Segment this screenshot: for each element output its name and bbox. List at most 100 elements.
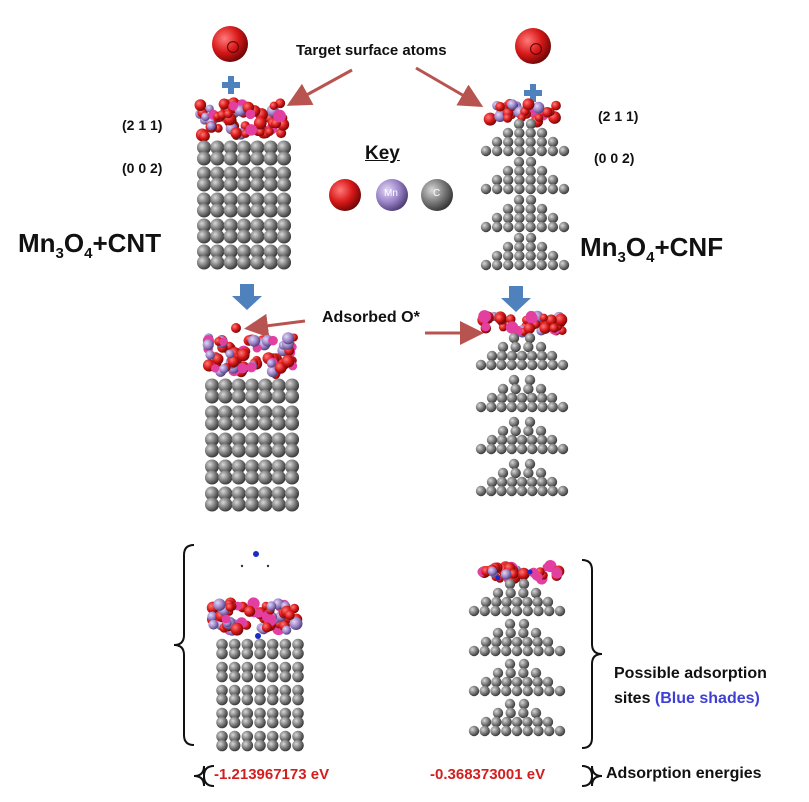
oxygen-atom: [498, 322, 508, 332]
carbon-atom: [263, 203, 278, 218]
oxygen-atom: [539, 322, 551, 334]
carbon-atom: [546, 434, 558, 446]
carbon-atom: [501, 676, 512, 688]
carbon-atom: [518, 667, 529, 679]
carbon-atom: [508, 416, 520, 428]
carbon-atom: [218, 443, 233, 458]
carbon-atom: [231, 432, 246, 447]
carbon-atom: [254, 661, 266, 674]
carbon-atom: [468, 605, 480, 617]
carbon-atom: [547, 145, 559, 157]
carbon-atom: [263, 140, 278, 155]
carbon-atom: [518, 627, 529, 639]
oxygen-atom: [253, 116, 267, 130]
carbon-atom: [536, 212, 547, 224]
manganese-atom: [245, 109, 256, 120]
oxygen-atom: [522, 98, 535, 111]
carbon-atom: [511, 645, 523, 657]
carbon-atom: [292, 707, 304, 720]
carbon-atom: [258, 416, 273, 431]
carbon-atom: [250, 140, 265, 155]
oxygen-atom: [494, 313, 506, 324]
manganese-atom: [551, 567, 563, 579]
carbon-atom: [254, 707, 266, 720]
carbon-atom: [503, 212, 514, 224]
plane-211-right-label: (2 1 1): [598, 108, 639, 124]
right-down-arrow: [501, 286, 531, 312]
carbon-atom: [204, 443, 220, 458]
carbon-atom: [544, 685, 555, 697]
oxygen-atom: [244, 605, 256, 617]
manganese-atom: [500, 569, 512, 580]
carbon-atom: [516, 359, 528, 371]
carbon-atom: [532, 596, 543, 608]
carbon-atom: [486, 401, 497, 413]
carbon-atom: [536, 434, 548, 446]
carbon-atom: [196, 218, 212, 233]
carbon-atom: [557, 485, 569, 497]
carbon-atom: [204, 378, 220, 393]
energy-right-value: -0.368373001 eV: [430, 766, 546, 783]
carbon-atom: [518, 658, 530, 670]
carbon-atom: [196, 140, 212, 155]
carbon-atom: [526, 434, 538, 446]
left-material-base: Mn: [18, 228, 56, 258]
carbon-atom: [223, 203, 238, 218]
manganese-atom: [487, 566, 498, 576]
carbon-atom: [525, 221, 536, 233]
carbon-atom: [516, 476, 528, 488]
target-arrow-right: [415, 66, 484, 108]
carbon-atom: [271, 497, 286, 512]
carbon-atom: [475, 359, 487, 371]
carbon-atom: [491, 259, 503, 271]
carbon-atom: [258, 378, 273, 393]
carbon-atom: [536, 203, 548, 215]
carbon-atom: [480, 221, 492, 233]
carbon-atom: [490, 645, 501, 657]
carbon-atom: [486, 434, 498, 446]
carbon-atom: [536, 127, 548, 139]
blue-shades-label: (Blue shades): [654, 690, 760, 707]
carbon-atom: [254, 670, 266, 683]
carbon-atom: [511, 716, 523, 728]
manganese-atom: [478, 310, 491, 323]
carbon-atom: [241, 670, 254, 683]
carbon-atom: [514, 221, 525, 233]
carbon-atom: [479, 645, 490, 657]
left-plus-icon-v: [228, 76, 234, 94]
oxygen-atom: [554, 313, 568, 327]
carbon-atom: [228, 638, 241, 651]
oxygen-atom: [483, 112, 497, 126]
carbon-atom: [525, 118, 537, 130]
carbon-atom: [535, 425, 547, 437]
manganese-atom: [219, 364, 229, 374]
carbon-atom: [532, 676, 543, 688]
carbon-atom: [223, 229, 238, 244]
manganese-atom: [205, 350, 215, 360]
carbon-atom: [475, 401, 487, 413]
carbon-atom: [486, 392, 498, 404]
carbon-atom: [258, 486, 273, 501]
right-oxygen-atom: [515, 28, 551, 64]
carbon-atom: [266, 670, 279, 683]
possible-adsorption-sites: sites: [614, 690, 655, 707]
carbon-atom: [530, 627, 542, 639]
energy-left-value: -1.213967173 eV: [214, 766, 330, 783]
carbon-atom: [492, 627, 504, 639]
carbon-atom: [244, 416, 260, 431]
carbon-atom: [511, 725, 523, 737]
carbon-atom: [204, 416, 220, 431]
left-material-o: O: [63, 228, 85, 258]
carbon-atom: [279, 739, 292, 752]
oxygen-atom: [236, 348, 250, 362]
oxygen-atom: [534, 113, 544, 122]
carbon-atom: [491, 716, 502, 728]
right-material-sub1: 3: [617, 249, 626, 266]
carbon-atom: [525, 183, 536, 195]
manganese-atom: [282, 625, 292, 635]
carbon-atom: [480, 716, 492, 728]
carbon-atom: [236, 203, 252, 218]
right-plus-icon-v: [530, 84, 536, 102]
left-mid-cnt-stack: [204, 378, 300, 512]
carbon-atom: [525, 127, 536, 139]
